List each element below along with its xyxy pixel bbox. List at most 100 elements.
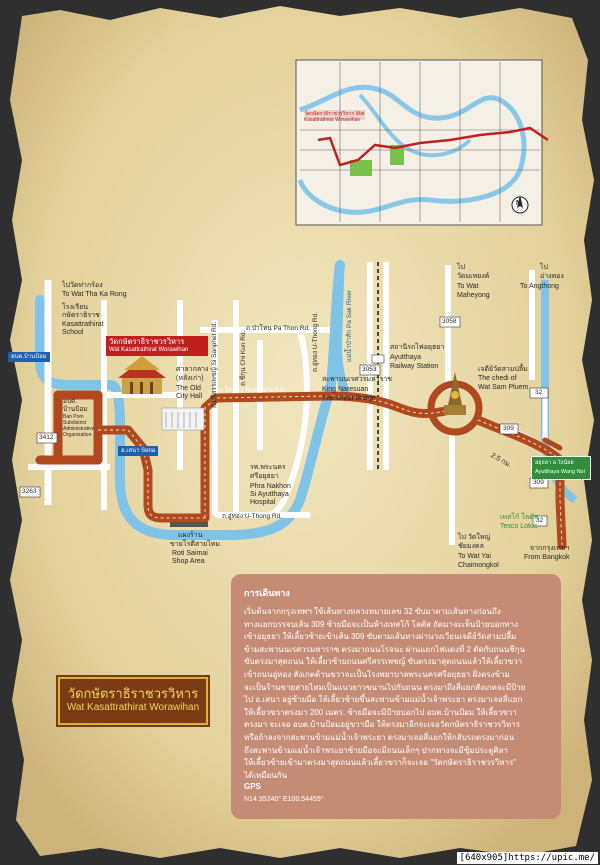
directions-line: จะเป็นร้านขายสายไหมเป็นแนวยาวขนานไปกับถน… <box>244 682 526 692</box>
roti-en1: Roti Saimai <box>172 550 208 557</box>
school-th1: โรงเรียน <box>62 304 88 311</box>
ban-pom-th1: อบต. <box>63 398 78 405</box>
angthong-en: To Angthong <box>520 283 559 290</box>
chedi-en1: The chedi of <box>478 375 517 382</box>
hospital-en3: Hospital <box>250 499 276 506</box>
wat-yai-th2: ชัยมงคล <box>458 543 484 550</box>
directions-line: หรือถ้าลงจากสะพานข้ามแม่น้ำเจ้าพระยา ตรง… <box>244 732 515 742</box>
rotchana-road-label: ถ.โรจนะ Rotchana Rd. <box>219 387 286 394</box>
city-hall-en2: City Hall <box>176 393 203 400</box>
hospital-en1: Phra Nakhon <box>250 483 291 490</box>
maheyong-en2: Maheyong <box>457 292 490 299</box>
route-shields <box>19 316 549 527</box>
wang-noi-sign: อยุธยา อ.วังน้อย Ayutthaya Wang Noi <box>531 456 591 480</box>
maheyong-en1: To Wat <box>457 283 479 290</box>
school-th2: กษัตราธิราช <box>62 312 100 319</box>
directions-line: ตรงมา จะเจอ อบต.บ้านป้อมอยู่ขวามือ ให้ตร… <box>244 720 520 730</box>
directions-line: ข้ามสะพานนเรศวรมหาราช ตรงมาถนนโรจนะ ผ่าน… <box>244 644 525 654</box>
roti-shop-marker <box>170 522 208 527</box>
to-tha-ka-rong-th: ไปวัดท่ากร้อง <box>62 282 103 289</box>
hospital-th1: รพ.พระนคร <box>250 464 286 471</box>
gps-value: N14.35240° E100.54459° <box>244 796 324 803</box>
directions-text: เริ่มต้นจากกรุงเทพฯ ใช้เส้นทางหลวงหมายเล… <box>244 606 552 782</box>
gps-label: GPS <box>244 782 261 791</box>
station-en1: Ayutthaya <box>390 354 422 361</box>
temple-label-box: วัดกษัตราธิราชวรวิหาร Wat Kasattrathirat… <box>106 336 208 356</box>
temple-icon <box>118 356 166 394</box>
route-309-south: 309 <box>533 479 544 486</box>
bangkok-th: จากกรุงเทพฯ <box>530 545 570 552</box>
chedi-th: เจดีย์วัดสามปลื้ม <box>478 366 528 373</box>
roti-en2: Shop Area <box>172 558 205 565</box>
inset-north-label: N <box>516 200 522 207</box>
route-309-east: 309 <box>503 425 514 432</box>
tesco-en: Tesco Lotus <box>500 523 538 530</box>
station-marker <box>371 354 385 364</box>
ban-pom-en4: Organization <box>63 432 92 438</box>
wat-yai-en1: To Wat Yai <box>458 553 491 560</box>
wang-noi-sign-line1: อยุธยา อ.วังน้อย <box>535 460 574 466</box>
title-box: วัดกษัตราธิราชวรวิหาร Wat Kasattrathirat… <box>58 677 208 725</box>
river-west <box>35 260 345 540</box>
bridge-en2: The Great Bridge <box>322 395 376 402</box>
si-sanphet-road-label: ถ.ศรีสรรเพชญ์ Si Sanphet Rd. <box>211 321 218 408</box>
sena-sign: อ.เสนา Sena <box>118 446 159 456</box>
directions-line: เริ่มต้นจากกรุงเทพฯ ใช้เส้นทางหลวงหมายเล… <box>244 607 501 616</box>
route-32-north: 32 <box>535 389 543 396</box>
hospital-th2: ศรีอยุธยา <box>250 473 279 480</box>
directions-heading: การเดินทาง <box>244 588 290 598</box>
directions-line: เข้าถนนอู่ทอง สังเกตด้านขวาจะเป็นโรงพยาบ… <box>244 669 510 679</box>
angthong-th2: อ่างทอง <box>540 273 564 280</box>
station-en2: Railway Station <box>390 363 439 370</box>
wat-yai-th1: ไป วัดใหญ่ <box>458 534 491 541</box>
ban-pom-sign: อบต.บ้านป้อม <box>8 352 50 362</box>
city-hall-th1: ศาลากลาง <box>176 366 209 373</box>
maheyong-th1: ไป <box>457 264 465 271</box>
directions-line: ให้เลี้ยวขวาตรงมา 200 เมตร. ซ้ายมือจะมีป… <box>244 707 517 717</box>
u-thong-horizontal-label: ถ.อู่ทอง U-Thong Rd. <box>222 513 283 520</box>
maheyong-th2: วัดมเหยงค์ <box>457 273 490 280</box>
bangkok-en: From Bangkok <box>524 554 570 561</box>
ban-pom-en2: Subdistrict <box>63 420 87 426</box>
roti-th1: แผงร้าน <box>178 532 203 539</box>
directions-line: ไป อ.เสนา อยู่ซ้ายมือ ให้เลี้ยวซ้ายขึ้นส… <box>244 695 523 705</box>
directions-line: ให้เลี้ยวซ้ายเข้ามาตรงมาสุดถนนแล้วเลี้ยว… <box>244 758 517 768</box>
directions-line: ได้เหมือนกัน <box>244 770 288 780</box>
route-3053: 3053 <box>362 366 377 373</box>
school-en2: School <box>62 329 84 336</box>
temple-label-th: วัดกษัตราธิราชวรวิหาร <box>109 337 185 346</box>
inset-temple-label: วัดกษัตราธิราชวรวิหาร Wat Kasattrathirat… <box>304 111 365 123</box>
u-thong-vertical-label: ถ.อู่ทอง U-Thong Rd. <box>312 311 319 372</box>
route-3412: 3412 <box>39 434 54 441</box>
angthong-th1: ไป <box>540 264 548 271</box>
city-hall-en1: The Old <box>176 385 201 392</box>
image-host-footer[interactable]: [640x905]https://upic.me/ <box>456 852 598 864</box>
school-en1: Kasattrathirat <box>62 321 104 328</box>
ban-pom-th2: บ้านป้อม <box>63 406 88 413</box>
directions-line: ทางแยกบรรจบเส้น 309 ซ้ายมือจะเป็นห้างเทส… <box>244 619 518 629</box>
inset-map <box>295 59 549 226</box>
directions-panel <box>231 574 561 819</box>
ban-pom-en1: Ban Pom <box>63 414 84 420</box>
station-th: สถานีรถไฟอยุธยา <box>390 344 445 351</box>
temple-label-en: Wat Kasattrathirat Worawihan <box>109 347 189 353</box>
wat-yai-en2: Chaimongkol <box>458 562 499 569</box>
wang-noi-sign-line2: Ayutthaya Wang Noi <box>535 469 585 475</box>
title-english: Wat Kasattrathirat Worawihan <box>66 702 200 713</box>
hospital-en2: Si Ayutthaya <box>250 491 289 498</box>
directions-line: ถึงสะพานข้ามแม่น้ำเจ้าพระยาซ้ายมือจะมีถน… <box>244 745 508 755</box>
city-hall-icon <box>161 407 205 431</box>
route-3058: 3058 <box>442 318 457 325</box>
directions-line: เข้าอยุธยา ให้เลี้ยวซ้ายเข้าเส้น 309 ขับ… <box>244 632 517 642</box>
bridge-th: สะพานนเรศวรมหาราช <box>322 376 393 383</box>
pa-thon-road-label: ถ.ป่าโทน Pa Thon Rd. <box>246 325 310 332</box>
city-hall-th2: (หลังเก่า) <box>176 375 204 382</box>
bridge-en1: King Naresuan <box>322 386 369 393</box>
route-3263: 3263 <box>22 488 37 495</box>
tesco-th: เทสโก้ โลตัส <box>500 514 539 521</box>
ban-pom-en3: Administrative <box>63 426 95 432</box>
directions-line: ขับตรงมาสุดถนน ให้เลี้ยวซ้ายถนนศรีสรรเพช… <box>244 657 523 667</box>
compass-north-icon <box>511 195 529 214</box>
chedi-en2: Wat Sam Pluem <box>478 384 529 391</box>
